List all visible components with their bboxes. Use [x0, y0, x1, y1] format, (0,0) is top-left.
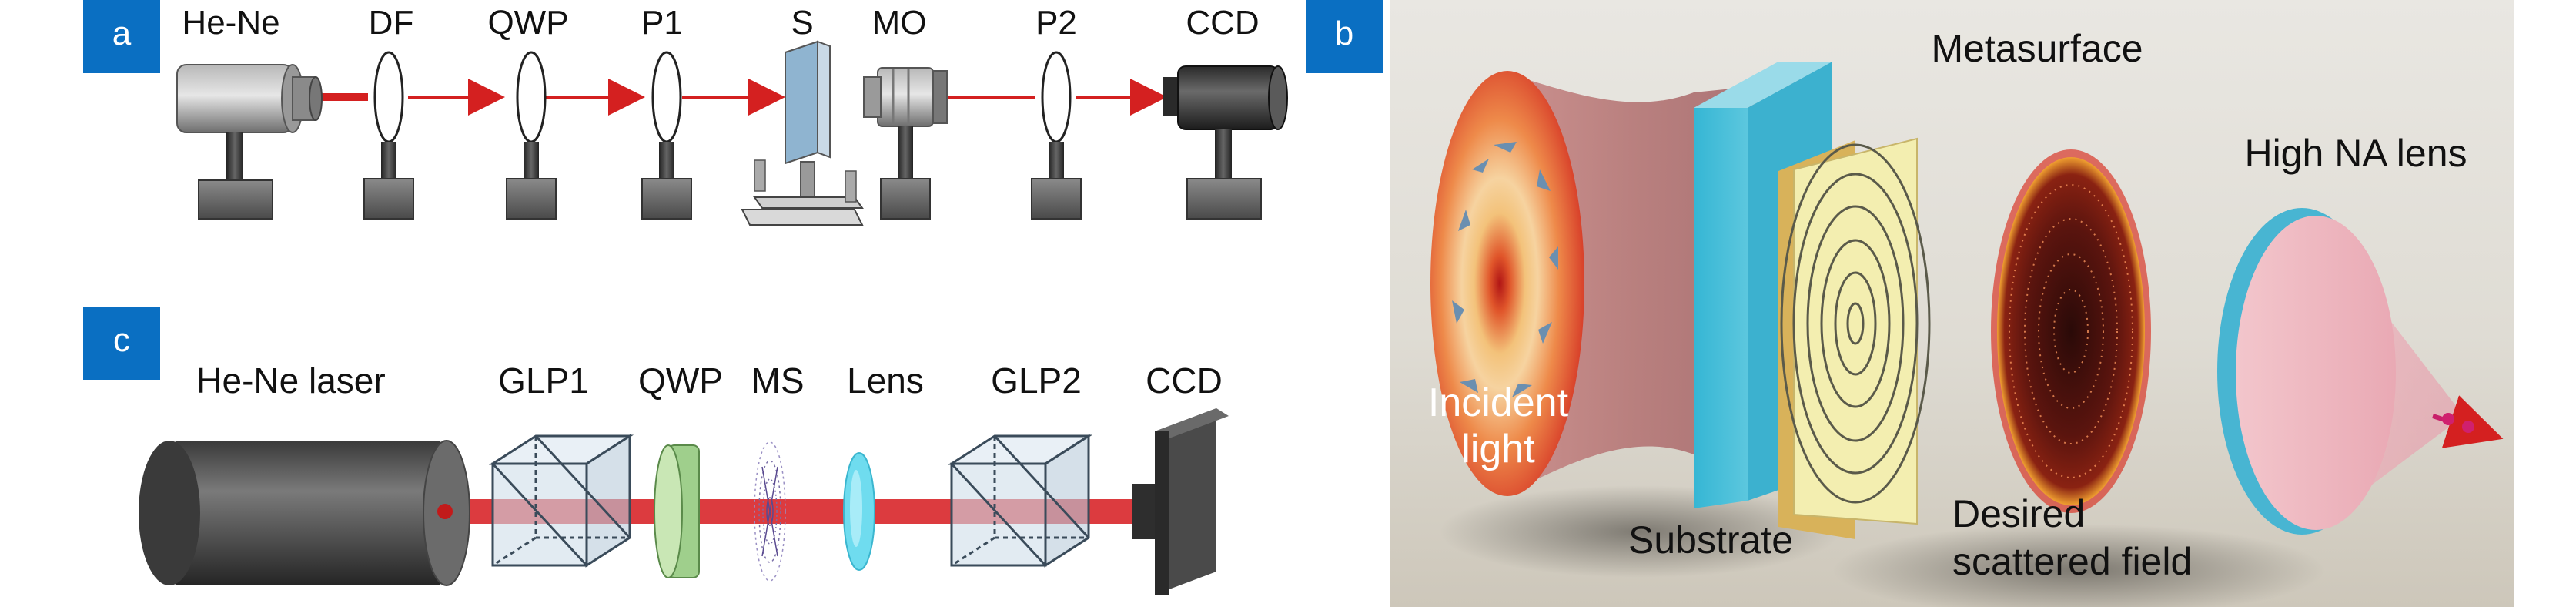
- label-he-ne-laser: He-Ne laser: [196, 361, 385, 401]
- label-lens: Lens: [847, 361, 924, 401]
- label-glp2: GLP2: [991, 361, 1082, 401]
- laser-icon: [176, 64, 323, 220]
- panel-a-badge-label: a: [112, 15, 132, 52]
- label-substrate: Substrate: [1628, 518, 1793, 562]
- panel-c: c He-Ne laser GLP1 QWP MS Lens GLP2 CCD: [83, 307, 1229, 595]
- label-glp1: GLP1: [498, 361, 589, 401]
- label-desired-line-2: scattered field: [1952, 540, 2192, 583]
- label-ccd-a: CCD: [1186, 4, 1259, 42]
- incident-light-disc: [1430, 71, 1584, 496]
- label-qwp: QWP: [487, 4, 568, 42]
- label-p2: P2: [1035, 4, 1077, 42]
- lens-icon: [363, 51, 414, 220]
- panel-b: b: [1306, 0, 2514, 607]
- laser-c-icon: [139, 440, 470, 586]
- label-metasurface: Metasurface: [1931, 27, 2143, 70]
- high-na-lens: [2217, 208, 2504, 535]
- microscope-objective-icon: [863, 67, 948, 220]
- camera-c-icon: [1132, 408, 1229, 595]
- metasurface-plate: [1778, 137, 1931, 539]
- panel-a: a He-Ne DF QWP P1 S MO P2 CCD: [83, 0, 1288, 226]
- panel-a-badge: [83, 0, 160, 73]
- panel-c-badge: [83, 307, 160, 380]
- waveplate-icon: [654, 444, 700, 578]
- panel-b-badge-label: b: [1335, 15, 1353, 52]
- sample-stage-icon: [741, 40, 864, 226]
- camera-icon: [1163, 65, 1288, 220]
- polarizer-cube-2-icon: [947, 434, 1093, 568]
- polarizer-p1-icon: [641, 51, 692, 220]
- label-df: DF: [369, 4, 414, 42]
- label-ccd-c: CCD: [1146, 361, 1223, 401]
- qwp-icon: [506, 51, 557, 220]
- label-p1: P1: [641, 4, 683, 42]
- scattered-field-disc: [1991, 149, 2151, 513]
- label-s: S: [791, 4, 813, 42]
- label-he-ne: He-Ne: [182, 4, 279, 42]
- panel-c-badge-label: c: [113, 321, 130, 359]
- panel-b-badge: [1306, 0, 1383, 73]
- polarizer-cube-icon: [488, 434, 634, 568]
- label-qwp-c: QWP: [638, 361, 723, 401]
- label-incident-line-1: Incident: [1428, 381, 1569, 425]
- label-incident-line-2: light: [1461, 427, 1535, 471]
- label-high-na-lens: High NA lens: [2244, 132, 2467, 175]
- label-ms: MS: [751, 361, 805, 401]
- lens-c-icon: [843, 452, 875, 571]
- label-mo: MO: [872, 4, 927, 42]
- metasurface-icon: [754, 441, 786, 582]
- label-desired-line-1: Desired: [1952, 492, 2085, 535]
- polarizer-p2-icon: [1031, 51, 1082, 220]
